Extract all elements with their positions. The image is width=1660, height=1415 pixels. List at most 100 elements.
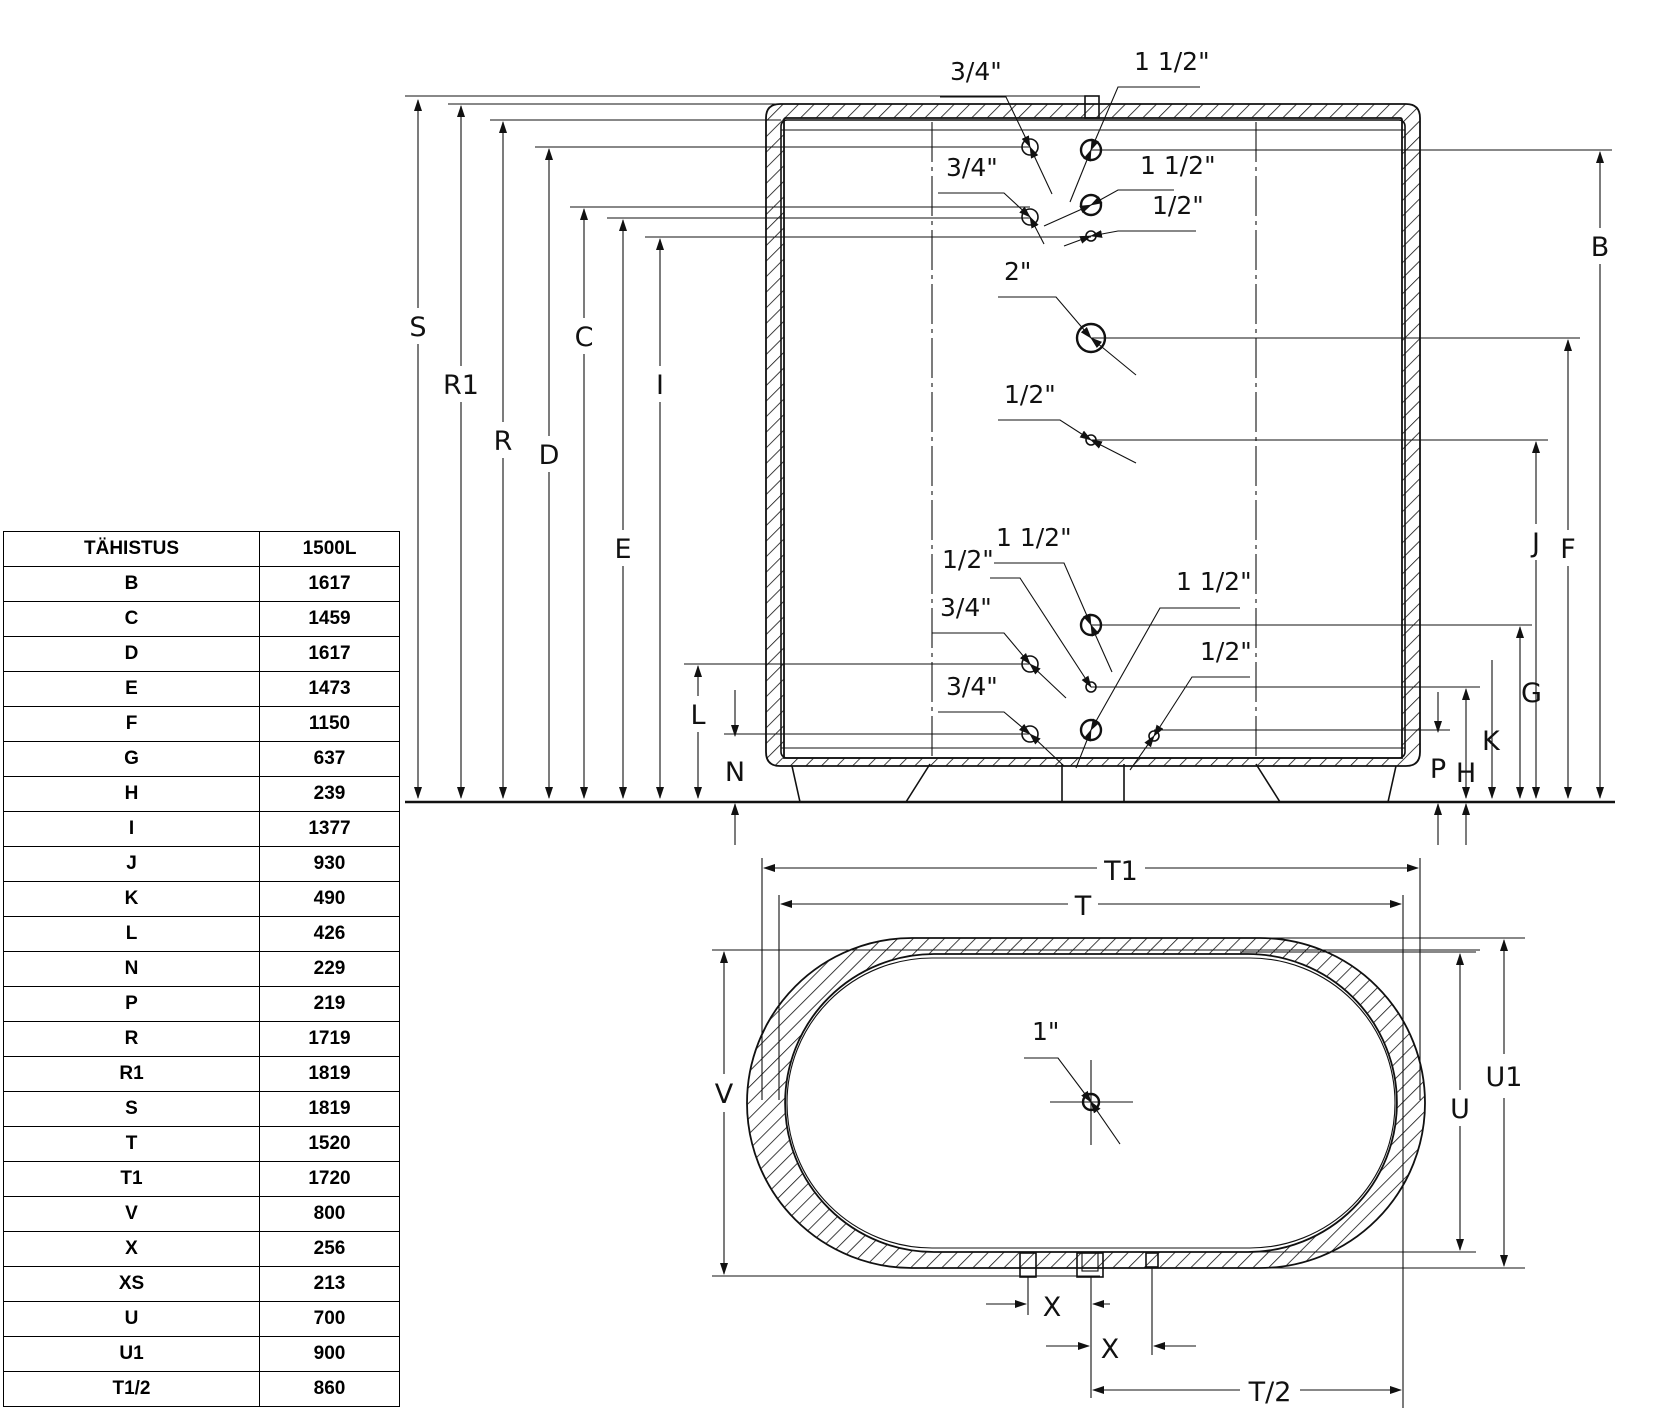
top-extension-lines	[712, 858, 1525, 1408]
spec-table-header: TÄHISTUS 1500L	[3, 531, 400, 567]
designation-cell: G	[3, 741, 260, 777]
dim-label-u1: U1	[1486, 1062, 1523, 1093]
dim-label-s: S	[409, 312, 426, 343]
designation-cell: J	[3, 846, 260, 882]
designation-cell: T1	[3, 1161, 260, 1197]
designation-cell: V	[3, 1196, 260, 1232]
side-tank-wall	[780, 119, 1406, 759]
designation-cell: F	[3, 706, 260, 742]
designation-cell: D	[3, 636, 260, 672]
designation-cell: R	[3, 1021, 260, 1057]
dim-label-n: N	[725, 757, 745, 788]
value-cell: 1719	[259, 1021, 400, 1057]
size-label-top-left-a: 3/4"	[950, 57, 1002, 86]
value-cell: 1459	[259, 601, 400, 637]
size-label-top-view-center: 1"	[1032, 1017, 1059, 1046]
designation-cell: H	[3, 776, 260, 812]
value-cell: 1473	[259, 671, 400, 707]
size-label-bottom-1: 1 1/2"	[996, 523, 1072, 552]
designation-cell: B	[3, 566, 260, 602]
value-cell: 213	[259, 1266, 400, 1302]
dim-label-g: G	[1521, 678, 1542, 709]
dim-label-j: J	[1530, 528, 1540, 559]
designation-cell: T	[3, 1126, 260, 1162]
left-extension-lines	[405, 95, 1091, 735]
top-dimension-labels: T1 T V U U1 X X T/2	[715, 856, 1523, 1408]
designation-cell: N	[3, 951, 260, 987]
value-cell: 219	[259, 986, 400, 1022]
value-cell: 1819	[259, 1056, 400, 1092]
designation-cell: K	[3, 881, 260, 917]
dim-label-d: D	[539, 440, 560, 471]
size-label-bottom-3: 3/4"	[940, 593, 992, 622]
dim-label-v: V	[715, 1079, 734, 1110]
value-cell: 800	[259, 1196, 400, 1232]
side-leaders	[932, 86, 1250, 771]
size-label-bottom-6: 3/4"	[946, 672, 998, 701]
designation-cell: U	[3, 1301, 260, 1337]
dim-label-f: F	[1560, 534, 1576, 565]
value-cell: 1720	[259, 1161, 400, 1197]
right-extension-lines	[1091, 149, 1612, 731]
value-cell: 239	[259, 776, 400, 812]
size-label-bottom-2: 1/2"	[942, 545, 994, 574]
dim-label-t: T	[1074, 891, 1092, 922]
dim-label-t-half: T/2	[1248, 1377, 1292, 1408]
tank-legs	[791, 763, 1397, 803]
designation-cell: E	[3, 671, 260, 707]
size-label-bottom-5: 1/2"	[1200, 637, 1252, 666]
dim-label-p: P	[1430, 754, 1446, 785]
dim-label-u: U	[1450, 1094, 1470, 1125]
dim-label-i: I	[656, 370, 664, 401]
size-label-top-right-b: 1 1/2"	[1140, 151, 1216, 180]
top-view: 1"	[712, 856, 1525, 1408]
dim-label-x-lower: X	[1101, 1334, 1120, 1365]
designation-cell: XS	[3, 1266, 260, 1302]
value-cell: 900	[259, 1336, 400, 1372]
header-designation: TÄHISTUS	[3, 531, 260, 567]
dim-label-x-upper: X	[1043, 1292, 1062, 1323]
value-cell: 490	[259, 881, 400, 917]
designation-cell: U1	[3, 1336, 260, 1372]
value-cell: 256	[259, 1231, 400, 1267]
size-label-middle-large: 2"	[1004, 257, 1031, 286]
size-label-top-right-c: 1/2"	[1152, 191, 1204, 220]
dim-label-e: E	[614, 534, 631, 565]
top-dimension-lines	[720, 864, 1508, 1394]
size-label-top-right-a: 1 1/2"	[1134, 47, 1210, 76]
dim-label-t1: T1	[1103, 856, 1138, 887]
value-cell: 426	[259, 916, 400, 952]
value-cell: 1520	[259, 1126, 400, 1162]
designation-cell: P	[3, 986, 260, 1022]
value-cell: 700	[259, 1301, 400, 1337]
dim-label-k: K	[1482, 726, 1501, 757]
value-cell: 229	[259, 951, 400, 987]
dim-label-l: L	[690, 700, 705, 731]
top-insulation	[746, 937, 1426, 1269]
designation-cell: L	[3, 916, 260, 952]
top-stub	[1084, 95, 1100, 119]
side-dimension-labels: S R1 R D C E I L N B F J G K P H	[408, 228, 1612, 789]
dim-label-r1: R1	[443, 370, 479, 401]
